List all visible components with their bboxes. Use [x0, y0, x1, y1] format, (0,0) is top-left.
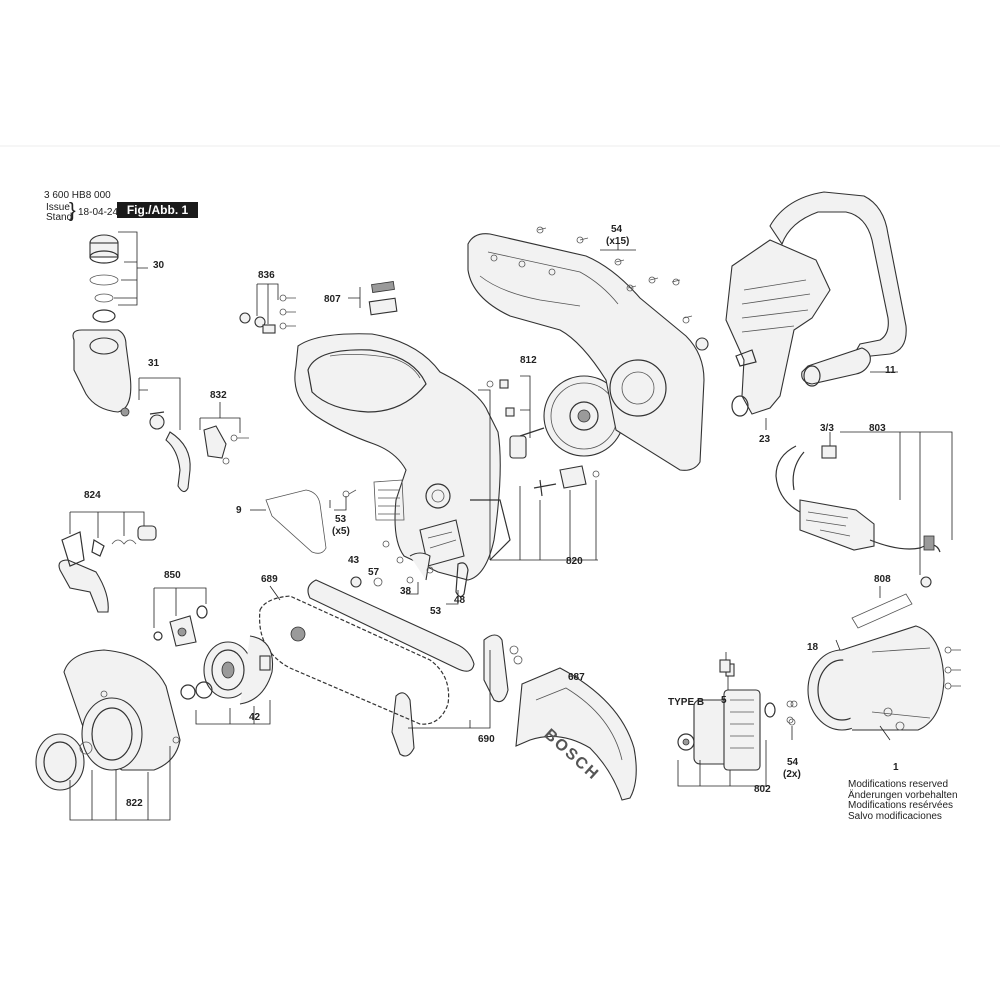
- callout-53: 53: [430, 606, 442, 617]
- callout-54-bottom: 54: [787, 757, 799, 768]
- part-812-gear: [509, 375, 625, 459]
- part-803-switch: [775, 431, 953, 588]
- callout-1: 1: [893, 762, 899, 773]
- modifications-notes: Modifications reserved Änderungen vorbeh…: [848, 779, 958, 822]
- part-689-chain-bar: [258, 579, 475, 725]
- part-802-motor: [677, 663, 794, 787]
- callout-687: 687: [568, 672, 585, 683]
- callout-30: 30: [153, 260, 165, 271]
- part-31-oil-tank: [72, 329, 191, 493]
- document-number: 3 600 HB8 000: [44, 190, 111, 201]
- part-11-front-handle: [769, 191, 907, 387]
- callout-9: 9: [236, 505, 242, 516]
- part-850-assembly: [153, 587, 208, 647]
- figure-label: Fig./Abb. 1: [117, 202, 198, 218]
- part-687-chain-cover: [515, 667, 637, 801]
- callout-type-b: TYPE B: [668, 697, 705, 708]
- callout-822: 822: [126, 798, 143, 809]
- callout-38: 38: [400, 586, 412, 597]
- callout-824: 824: [84, 490, 101, 501]
- callout-802: 802: [754, 784, 771, 795]
- callout-689: 689: [261, 574, 278, 585]
- callout-43: 43: [348, 555, 360, 566]
- part-690-parts: [391, 634, 523, 757]
- note-line: Änderungen vorbehalten: [848, 789, 958, 801]
- callout-31: 31: [148, 358, 160, 369]
- part-9-label: [250, 489, 327, 554]
- note-line: Salvo modificaciones: [848, 810, 942, 822]
- note-line: Modifications resérvées: [848, 800, 954, 811]
- callout-820: 820: [566, 556, 583, 567]
- stand-label: Stand: [46, 212, 73, 223]
- callout-3-3: 3/3: [820, 423, 834, 434]
- callout-808: 808: [874, 574, 891, 585]
- callout-53-x5: 53: [335, 514, 347, 525]
- callout-5: 5: [721, 695, 727, 706]
- callout-54-top: 54: [611, 224, 623, 235]
- part-808-cover: [851, 586, 913, 629]
- part-5-screw: [719, 652, 731, 673]
- callout-11: 11: [885, 365, 896, 376]
- callout-18: 18: [807, 642, 819, 653]
- part-824-brake: [58, 511, 157, 613]
- note-line: Modifications reserved: [848, 779, 949, 790]
- callout-57: 57: [368, 567, 380, 578]
- part-836-screws: [239, 283, 296, 334]
- callout-53-x5-qty: (x5): [332, 526, 350, 537]
- part-832-assembly: [199, 402, 249, 465]
- callout-690: 690: [478, 734, 495, 745]
- part-807-connector: [348, 281, 398, 316]
- part-38-48-center: [329, 489, 469, 605]
- rear-housing: [467, 227, 705, 471]
- part-54-bottom-screws: [788, 700, 798, 740]
- brace-symbol: }: [69, 200, 76, 222]
- part-54-screws-right: [944, 646, 961, 690]
- callout-812: 812: [520, 355, 537, 366]
- callout-836: 836: [258, 270, 275, 281]
- part-23-hand-guard: [695, 239, 831, 430]
- part-42-clutch: [180, 635, 274, 725]
- callout-42: 42: [249, 712, 261, 723]
- callout-803: 803: [869, 423, 886, 434]
- callout-54-bottom-qty: (2x): [783, 769, 801, 780]
- callout-54-top-qty: (x15): [606, 236, 630, 247]
- callout-807: 807: [324, 294, 341, 305]
- part-822-front-cover: [35, 649, 181, 821]
- main-housing: [294, 333, 511, 581]
- callout-48: 48: [454, 595, 466, 606]
- callout-832: 832: [210, 390, 227, 401]
- part-54-top-screws: [486, 226, 690, 388]
- issue-label: Issue: [46, 202, 70, 213]
- part-30-oil-cap: [89, 231, 148, 323]
- callout-23: 23: [759, 434, 771, 445]
- part-18-motor-housing: [807, 625, 945, 741]
- callout-850: 850: [164, 570, 181, 581]
- issue-date: 18-04-24: [78, 207, 119, 218]
- part-820-drive: [478, 379, 600, 561]
